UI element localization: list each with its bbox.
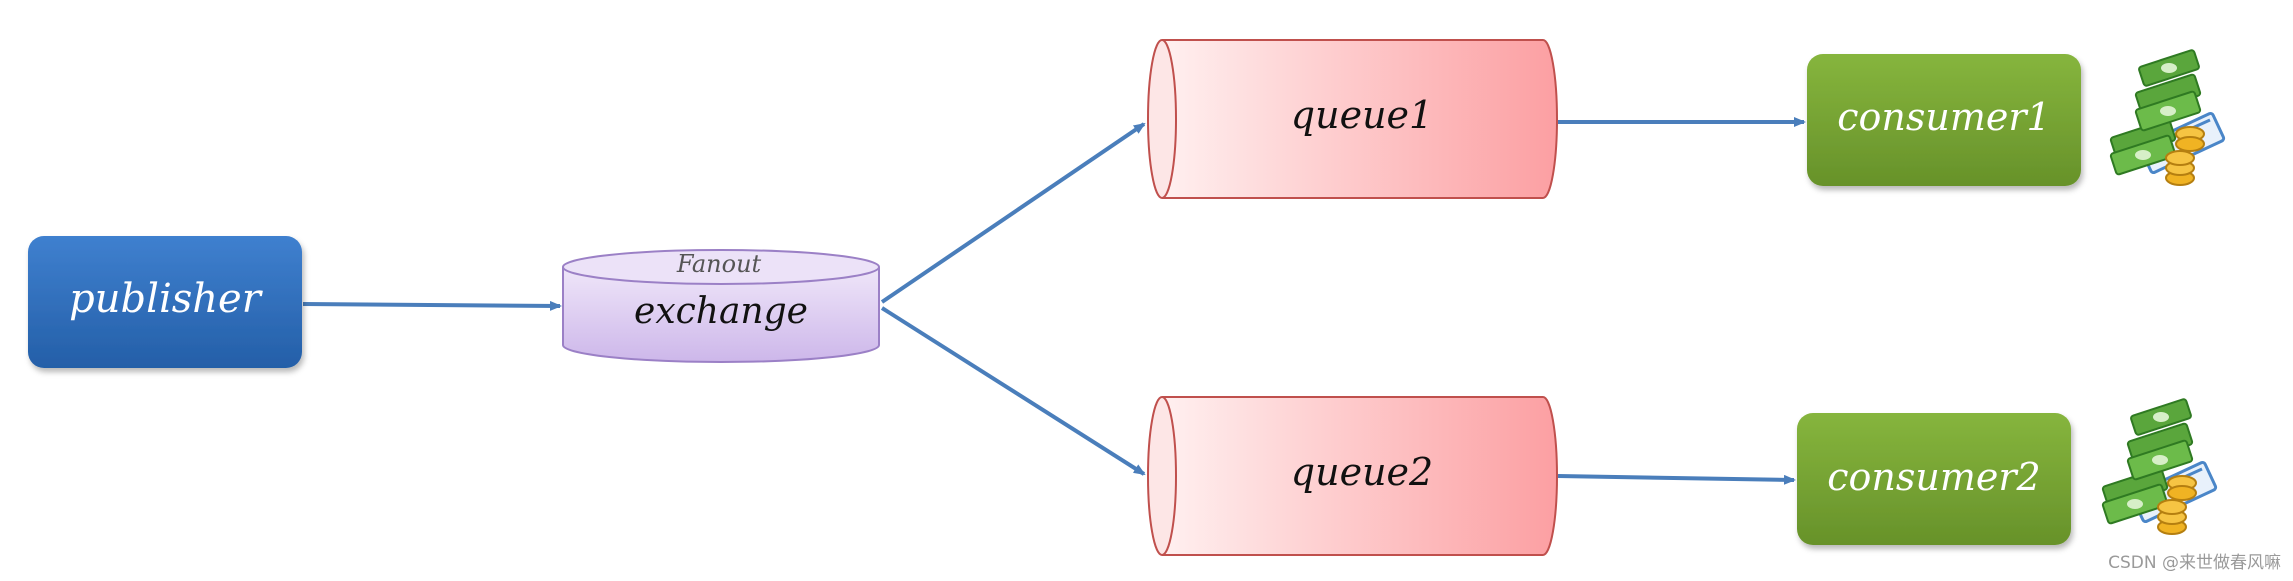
exchange-type-label: Fanout xyxy=(676,250,762,278)
queue-node-2: queue2 xyxy=(1147,396,1558,556)
consumer-node-1: consumer1 xyxy=(1807,54,2081,186)
arrow-exchange-to-queue1 xyxy=(880,122,1146,304)
money-icon xyxy=(2109,49,2226,186)
consumer-label: consumer2 xyxy=(1827,455,2040,499)
arrow-publisher-to-exchange xyxy=(302,300,562,311)
arrow-queue2-to-consumer2 xyxy=(1557,474,1796,485)
arrow-exchange-to-queue2 xyxy=(880,306,1146,476)
connections xyxy=(302,117,1806,485)
consumer-label: consumer1 xyxy=(1837,95,2050,139)
queue-node-1: queue1 xyxy=(1147,39,1558,199)
consumer-node-2: consumer2 xyxy=(1797,413,2071,545)
watermark-text: CSDN @来世做春风嘛 xyxy=(2108,553,2281,573)
publisher-label: publisher xyxy=(69,276,264,322)
publisher-node: publisher xyxy=(28,236,302,368)
money-icon xyxy=(2101,398,2218,535)
queue-label: queue2 xyxy=(1291,450,1433,494)
exchange-node: Fanout exchange xyxy=(562,249,880,363)
queue-label: queue1 xyxy=(1291,93,1433,137)
exchange-label: exchange xyxy=(634,291,808,332)
